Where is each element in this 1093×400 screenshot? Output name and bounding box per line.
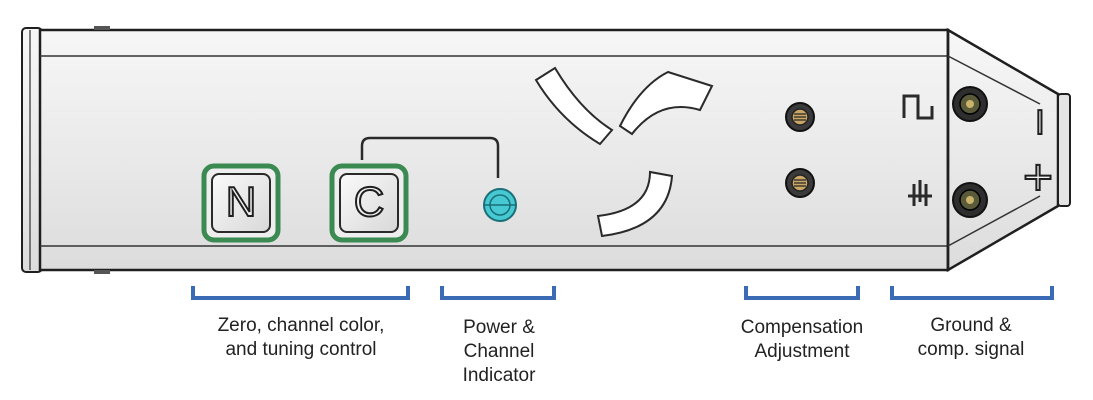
bracket-zero-controls (191, 286, 410, 300)
plus-sign: + (1021, 154, 1055, 200)
callout-zero-controls: Zero, channel color, and tuning control (195, 314, 407, 362)
callout-compensation-line1: Compensation (740, 317, 864, 338)
bracket-ground-signal (890, 286, 1054, 300)
ground-icon (908, 180, 932, 206)
light-pipe (360, 136, 500, 178)
zero-button[interactable]: N (201, 163, 281, 243)
comp-signal-terminal[interactable] (952, 86, 988, 122)
channel-color-button[interactable]: C (329, 163, 409, 243)
callout-indicator-line2: Channel (463, 341, 535, 362)
minus-sign: − (1019, 106, 1063, 138)
ground-terminal[interactable] (952, 182, 988, 218)
probe-body (21, 26, 1071, 274)
callout-compensation: Compensation Adjustment (722, 316, 882, 364)
indicator-led-icon (483, 188, 517, 222)
channel-color-button-letter: C (354, 178, 384, 225)
bracket-indicator (440, 286, 556, 300)
callout-zero-controls-line1: Zero, channel color, (217, 315, 385, 336)
callout-indicator-line3: Indicator (462, 365, 536, 386)
square-wave-icon (902, 94, 934, 120)
zero-button-letter: N (226, 178, 256, 225)
callout-zero-controls-line2: and tuning control (225, 339, 377, 360)
callout-indicator-line1: Power & (463, 317, 535, 338)
callout-compensation-line2: Adjustment (754, 341, 850, 362)
pinwheel-logo-icon (534, 66, 714, 238)
bracket-compensation (744, 286, 860, 300)
callout-ground-signal: Ground & comp. signal (890, 314, 1052, 362)
callout-ground-signal-line1: Ground & (930, 315, 1012, 336)
callout-ground-signal-line2: comp. signal (917, 339, 1025, 360)
compensation-screw-bottom[interactable] (785, 168, 815, 198)
compensation-screw-top[interactable] (785, 102, 815, 132)
callout-indicator: Power & Channel Indicator (440, 316, 558, 388)
